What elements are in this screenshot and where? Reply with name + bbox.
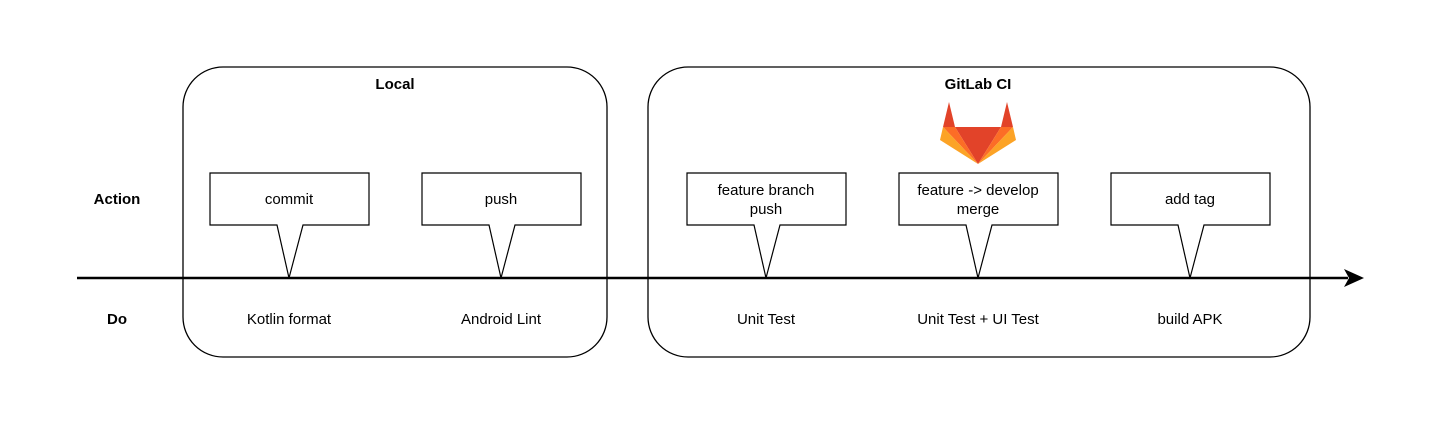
callout-label: commit bbox=[265, 191, 314, 208]
callout-label: add tag bbox=[1165, 191, 1215, 208]
group-gitlab-ci-title: GitLab CI bbox=[945, 76, 1012, 93]
gitlab-logo-icon bbox=[940, 102, 1016, 164]
callout-push: push bbox=[421, 172, 582, 279]
timeline-arrowhead bbox=[1344, 269, 1364, 287]
callout-label: push bbox=[485, 191, 518, 208]
callout-shape bbox=[209, 172, 370, 279]
gitlab-logo-facet bbox=[955, 127, 1001, 164]
do-label-build-apk: build APK bbox=[1157, 311, 1222, 328]
gitlab-logo-facet bbox=[940, 127, 978, 164]
do-label-unit-test: Unit Test bbox=[737, 311, 796, 328]
group-local-container bbox=[182, 66, 608, 358]
gitlab-logo-facet bbox=[1001, 102, 1013, 127]
callout-commit: commit bbox=[209, 172, 370, 279]
callout-shape bbox=[1110, 172, 1271, 279]
callout-feature-develop-merge: feature -> develop merge bbox=[898, 172, 1059, 279]
callout-feature-branch-push: feature branch push bbox=[686, 172, 847, 279]
do-label-kotlin-format: Kotlin format bbox=[247, 311, 332, 328]
do-label-unit-ui-test: Unit Test + UI Test bbox=[917, 311, 1039, 328]
gitlab-logo-facet bbox=[943, 102, 955, 127]
row-label-action: Action bbox=[94, 191, 141, 208]
row-label-do: Do bbox=[107, 311, 127, 328]
callout-shape bbox=[898, 172, 1059, 279]
group-gitlab-ci-container bbox=[647, 66, 1311, 358]
do-label-android-lint: Android Lint bbox=[461, 311, 542, 328]
callout-label-line-1: feature branch bbox=[718, 182, 815, 199]
group-local-title: Local bbox=[375, 76, 414, 93]
gitlab-logo-facet bbox=[978, 127, 1016, 164]
callout-label-line-2: merge bbox=[957, 201, 1000, 218]
callout-shape bbox=[686, 172, 847, 279]
callout-shape bbox=[421, 172, 582, 279]
callout-label-line-2: push bbox=[750, 201, 783, 218]
callout-label-line-1: feature -> develop bbox=[917, 182, 1038, 199]
callout-add-tag: add tag bbox=[1110, 172, 1271, 279]
